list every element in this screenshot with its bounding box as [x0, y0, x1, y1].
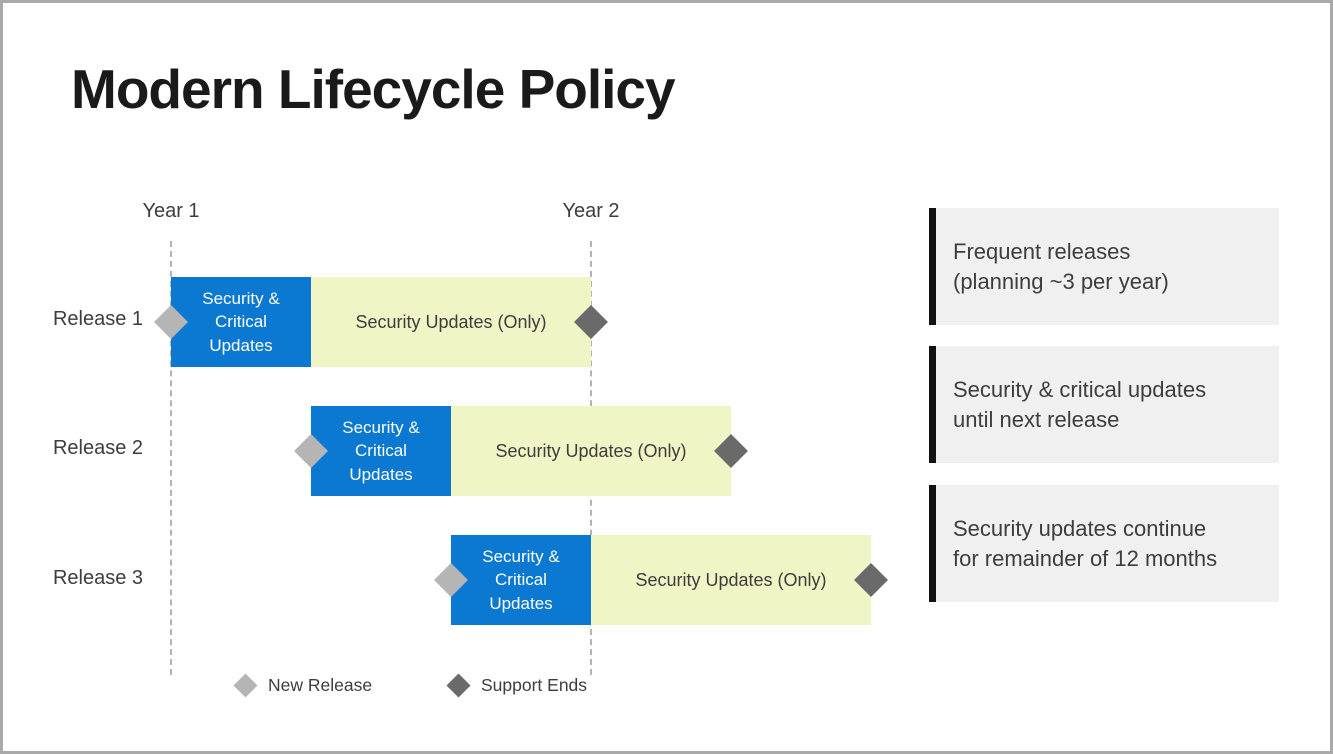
release-2-security-updates-segment: Security Updates (Only): [451, 406, 731, 496]
release-3-security-updates-segment: Security Updates (Only): [591, 535, 871, 625]
legend-support-ends-label: Support Ends: [481, 675, 588, 695]
annotation-text-line: Frequent releases: [953, 238, 1131, 264]
release-1-security-updates-segment: Security Updates (Only): [311, 277, 591, 367]
release-1-bar: Security & Critical Updates Security Upd…: [171, 277, 591, 367]
legend-new-release-label: New Release: [268, 675, 373, 695]
annotation-text-line: Security & critical updates: [953, 376, 1207, 402]
annotation-text-line: for remainder of 12 months: [953, 545, 1218, 571]
legend-item-support-ends: Support Ends: [446, 673, 588, 698]
support-ends-diamond-icon: [446, 673, 471, 698]
page-title: Modern Lifecycle Policy: [71, 58, 676, 120]
release-3-critical-updates-segment: Security & Critical Updates: [451, 535, 591, 625]
new-release-diamond-icon: [233, 673, 258, 698]
year-2-label: Year 2: [562, 200, 620, 222]
annotation-card-security-updates: Security updates continue for remainder …: [929, 485, 1279, 602]
release-1-label: Release 1: [52, 308, 143, 330]
release-1-critical-updates-segment: Security & Critical Updates: [171, 277, 311, 367]
release-2-label: Release 2: [52, 437, 143, 459]
year-1-dashed-gridline: [170, 241, 172, 675]
annotation-text-line: Security updates continue: [953, 515, 1207, 541]
release-3-bar: Security & Critical Updates Security Upd…: [451, 535, 871, 625]
annotation-card-critical-updates: Security & critical updates until next r…: [929, 346, 1279, 463]
release-2-critical-updates-segment: Security & Critical Updates: [311, 406, 451, 496]
release-2-bar: Security & Critical Updates Security Upd…: [311, 406, 731, 496]
release-3-label: Release 3: [52, 567, 143, 589]
annotation-text-line: until next release: [953, 406, 1120, 432]
year-1-label: Year 1: [142, 200, 200, 222]
annotation-card-frequent-releases: Frequent releases (planning ~3 per year): [929, 208, 1279, 325]
legend-item-new-release: New Release: [233, 673, 373, 698]
annotation-text-line: (planning ~3 per year): [953, 268, 1169, 294]
